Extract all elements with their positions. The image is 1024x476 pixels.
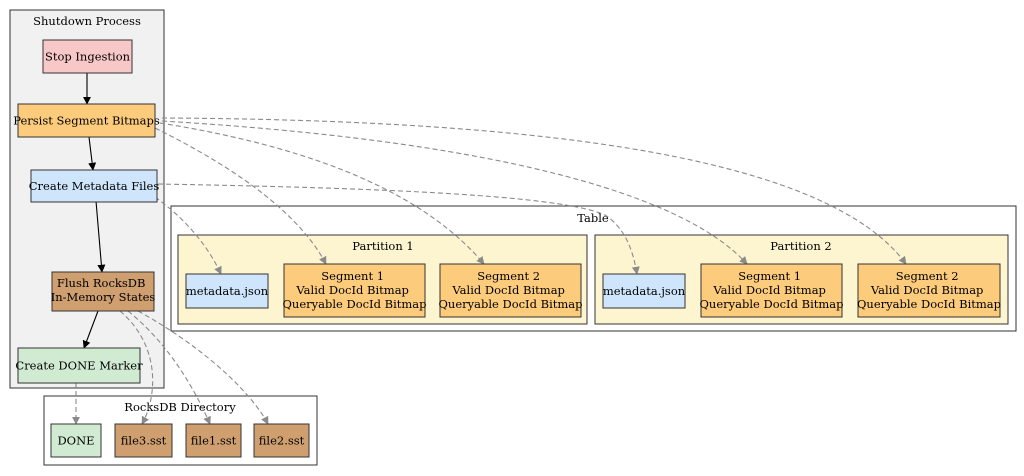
node-p1-metadata-json-line: metadata.json: [186, 284, 269, 298]
node-p2-metadata-json-label: metadata.json: [603, 284, 686, 298]
node-file2-sst-label: file2.sst: [259, 434, 305, 448]
node-p1-segment-2-line-2: Valid DocId Bitmap: [451, 283, 565, 297]
node-file2-sst-line: file2.sst: [259, 434, 305, 448]
node-p1-segment-2-label: Segment 2 Valid DocId Bitmap Queryable D…: [438, 269, 582, 311]
node-file3-sst-box: [114, 423, 173, 458]
node-file1-sst-box: [185, 423, 242, 458]
node-file2-sst: file2.sst: [253, 423, 310, 458]
node-p2-segment-2-box: [857, 263, 1001, 318]
node-stop-ingestion-box: [42, 39, 133, 74]
node-stop-ingestion: Stop Ingestion: [42, 39, 133, 74]
cluster-rocksdb-label: RocksDB Directory: [124, 400, 236, 414]
node-file3-sst-label: file3.sst: [121, 434, 167, 448]
cluster-shutdown-label: Shutdown Process: [33, 14, 141, 28]
edge-metadata-to-p1-metadata: [154, 196, 222, 275]
edge-flush-to-file3: [119, 310, 154, 425]
edge-persist-to-p1-segment2: [159, 122, 485, 265]
node-create-done-marker-box: [17, 347, 141, 384]
edge-metadata-to-p2-metadata: [157, 183, 640, 275]
node-persist-segment-bitmaps-line: Persist Segment Bitmaps: [13, 114, 160, 128]
edges: [72, 73, 907, 425]
cluster-partition-2-label: Partition 2: [770, 239, 831, 253]
node-persist-segment-bitmaps: Persist Segment Bitmaps: [13, 103, 160, 138]
node-file1-sst: file1.sst: [185, 423, 242, 458]
node-flush-rocksdb-line-2: In-Memory States: [51, 290, 156, 304]
nodes: Stop Ingestion Persist Segment Bitmaps C…: [13, 39, 1001, 458]
node-create-metadata-files: Create Metadata Files: [29, 169, 160, 203]
node-file3-sst: file3.sst: [114, 423, 173, 458]
node-file1-sst-line: file1.sst: [191, 434, 237, 448]
node-create-done-marker-label: Create DONE Marker: [15, 359, 143, 373]
node-persist-segment-bitmaps-box: [17, 103, 156, 138]
node-p1-metadata-json-label: metadata.json: [186, 284, 269, 298]
node-p1-segment-1-line-2: Valid DocId Bitmap: [295, 283, 409, 297]
node-p2-metadata-json: metadata.json: [602, 273, 686, 309]
node-stop-ingestion-label: Stop Ingestion: [45, 50, 131, 64]
node-done-box: [50, 423, 102, 458]
edge-flush-to-done-marker: [82, 310, 99, 349]
node-p2-segment-1: Segment 1 Valid DocId Bitmap Queryable D…: [699, 263, 844, 318]
edge-persist-to-metadata: [88, 136, 97, 171]
node-p2-segment-2: Segment 2 Valid DocId Bitmap Queryable D…: [857, 263, 1001, 318]
node-p1-metadata-json: metadata.json: [185, 273, 269, 309]
node-p2-segment-1-line-3: Queryable DocId Bitmap: [699, 297, 843, 311]
node-p2-segment-2-line-2: Valid DocId Bitmap: [870, 283, 984, 297]
node-flush-rocksdb-label: Flush RocksDB In-Memory States: [51, 276, 156, 304]
node-p2-segment-2-line-1: Segment 2: [896, 269, 959, 283]
node-p2-segment-2-label: Segment 2 Valid DocId Bitmap Queryable D…: [857, 269, 1001, 311]
node-flush-rocksdb: Flush RocksDB In-Memory States: [51, 271, 156, 312]
node-done: DONE: [50, 423, 102, 458]
node-create-metadata-files-box: [30, 169, 158, 203]
node-p1-segment-1-line-1: Segment 1: [321, 269, 384, 283]
node-p2-segment-1-line-2: Valid DocId Bitmap: [712, 283, 826, 297]
node-p1-segment-1: Segment 1 Valid DocId Bitmap Queryable D…: [282, 263, 427, 318]
node-p2-metadata-json-box: [602, 273, 686, 309]
node-p1-segment-1-line-3: Queryable DocId Bitmap: [282, 297, 426, 311]
node-p1-segment-2: Segment 2 Valid DocId Bitmap Queryable D…: [438, 263, 583, 318]
edge-metadata-to-flush: [95, 200, 106, 273]
node-p2-segment-1-box: [700, 263, 843, 318]
node-file3-sst-line: file3.sst: [121, 434, 167, 448]
edge-persist-to-p1-segment1: [154, 127, 327, 265]
cluster-table-label: Table: [577, 211, 609, 225]
node-p1-segment-2-line-1: Segment 2: [477, 269, 540, 283]
node-persist-segment-bitmaps-label: Persist Segment Bitmaps: [13, 114, 160, 128]
node-stop-ingestion-line: Stop Ingestion: [45, 50, 131, 64]
node-file1-sst-label: file1.sst: [191, 434, 237, 448]
node-done-line: DONE: [57, 434, 94, 448]
node-p1-segment-1-label: Segment 1 Valid DocId Bitmap Queryable D…: [282, 269, 426, 311]
edge-flush-to-file1: [127, 310, 211, 425]
node-flush-rocksdb-box: [51, 271, 155, 312]
edge-flush-to-file2: [137, 310, 269, 425]
cluster-partition-1-label: Partition 1: [352, 239, 413, 253]
edge-persist-to-p2-segment2: [161, 117, 907, 265]
node-p1-segment-1-box: [283, 263, 426, 318]
node-p2-segment-1-line-1: Segment 1: [738, 269, 801, 283]
node-create-done-marker: Create DONE Marker: [15, 347, 143, 384]
node-create-metadata-files-line: Create Metadata Files: [29, 179, 160, 193]
node-create-metadata-files-label: Create Metadata Files: [29, 179, 160, 193]
node-file2-sst-box: [253, 423, 310, 458]
node-done-label: DONE: [57, 434, 94, 448]
node-flush-rocksdb-line-1: Flush RocksDB: [57, 276, 146, 290]
node-p1-segment-2-box: [439, 263, 582, 318]
node-p1-segment-2-line-3: Queryable DocId Bitmap: [438, 297, 582, 311]
node-p2-segment-1-label: Segment 1 Valid DocId Bitmap Queryable D…: [699, 269, 843, 311]
node-p2-metadata-json-line: metadata.json: [603, 284, 686, 298]
node-p2-segment-2-line-3: Queryable DocId Bitmap: [857, 297, 1001, 311]
node-create-done-marker-line: Create DONE Marker: [15, 359, 143, 373]
node-p1-metadata-json-box: [185, 273, 269, 309]
